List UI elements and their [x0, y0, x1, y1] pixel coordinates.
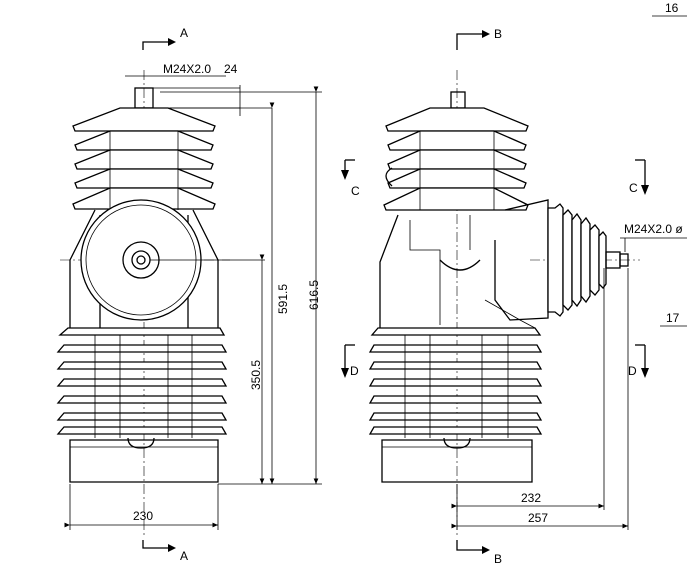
front-upper-sheds	[72, 107, 216, 210]
label-section-a-bottom: A	[180, 549, 188, 563]
front-dimensions	[64, 75, 322, 530]
label-section-b-bottom: B	[494, 552, 502, 566]
dim-axis-height: 350.5	[249, 360, 263, 390]
front-lower-sheds	[56, 327, 228, 449]
item-number-17: 17	[666, 311, 680, 325]
side-lower-sheds	[368, 327, 543, 449]
front-view	[56, 38, 322, 552]
dim-total-height: 616.5	[307, 280, 321, 310]
label-section-a-top: A	[180, 26, 188, 40]
side-base	[381, 439, 533, 483]
label-thread-side: M24X2.0 ø	[624, 222, 683, 236]
dim-thread-depth: 24	[224, 62, 238, 76]
label-section-c-left: C	[351, 184, 360, 198]
dim-body-width: 230	[133, 509, 153, 523]
label-thread-front: M24X2.0	[163, 62, 211, 76]
side-top-terminal	[450, 91, 466, 109]
label-section-d-left: D	[350, 364, 359, 378]
label-section-b-top: B	[494, 27, 502, 41]
side-dimensions	[451, 237, 687, 530]
dim-width-257: 257	[528, 511, 548, 525]
label-section-d-right: D	[628, 364, 637, 378]
dim-width-232: 232	[521, 491, 541, 505]
label-section-c-right: C	[629, 181, 638, 195]
dim-height-591: 591.5	[276, 284, 290, 314]
front-base	[69, 439, 219, 483]
side-view	[341, 15, 687, 554]
item-number-16: 16	[665, 1, 679, 15]
side-upper-sheds	[383, 107, 529, 211]
front-main-flange	[80, 199, 202, 321]
side-insulator	[547, 203, 629, 317]
